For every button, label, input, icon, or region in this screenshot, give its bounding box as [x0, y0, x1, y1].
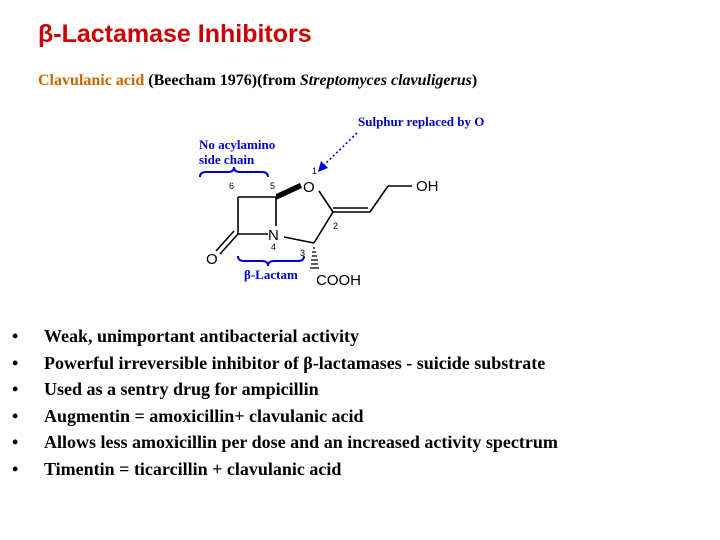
- bullet-text: Timentin = ticarcillin + clavulanic acid: [44, 458, 342, 479]
- slide-subtitle: Clavulanic acid (Beecham 1976)(from Stre…: [38, 72, 477, 90]
- bullet-marker: •: [12, 379, 19, 399]
- ring-number-5: 5: [270, 181, 275, 191]
- slide-title: β-Lactamase Inhibitors: [38, 20, 312, 48]
- bullet-text: Powerful irreversible inhibitor of β-lac…: [44, 352, 546, 373]
- annotation-acylamino-line1: No acylamino: [199, 137, 275, 152]
- bullet-marker: •: [12, 405, 19, 426]
- ring-number-4: 4: [271, 242, 276, 252]
- hashed-bond-c3-cooh: [310, 247, 319, 269]
- group-oh: OH: [416, 178, 439, 195]
- bullet-marker: •: [12, 326, 19, 346]
- annotation-sulphur: Sulphur replaced by O: [358, 114, 484, 129]
- bond-o-c2: [318, 190, 334, 213]
- atom-o-carbonyl: O: [206, 251, 218, 268]
- bond-c2-c3: [313, 211, 334, 244]
- bond-carbonyl-2: [215, 230, 235, 252]
- group-cooh: COOH: [316, 272, 361, 289]
- bullet-text: Weak, unimportant antibacterial activity: [44, 326, 359, 346]
- annotation-lactam: β-Lactam: [244, 267, 298, 282]
- bullet-marker: •: [12, 352, 19, 373]
- organism-name: Streptomyces clavuligerus: [299, 72, 472, 89]
- source-suffix: ): [471, 72, 478, 89]
- arrow-head-icon: [318, 161, 328, 172]
- ring-number-6: 6: [229, 181, 234, 191]
- source-prefix: (Beecham 1976)(from: [148, 72, 300, 89]
- ring-number-1: 1: [312, 166, 317, 176]
- acylamino-brace-icon: [199, 166, 269, 178]
- bond-c3-n: [283, 236, 315, 244]
- ring-number-3: 3: [300, 248, 305, 258]
- wedge-bond-c5-o: [276, 183, 302, 200]
- bullet-marker: •: [12, 458, 19, 479]
- atom-o-ring: O: [303, 179, 315, 196]
- bond-sidechain-1: [369, 185, 389, 213]
- atom-n: N: [268, 227, 279, 244]
- bullet-text: Used as a sentry drug for ampicillin: [44, 379, 319, 399]
- bullet-marker: •: [12, 432, 19, 452]
- ring-number-2: 2: [333, 221, 338, 231]
- bullet-text: Allows less amoxicillin per dose and an …: [44, 432, 558, 452]
- bond-carbonyl-1: [219, 233, 239, 255]
- lactam-brace-icon: [237, 255, 305, 267]
- bullet-text: Augmentin = amoxicillin+ clavulanic acid: [44, 405, 364, 426]
- acid-name: Clavulanic acid: [38, 72, 145, 89]
- clavulanic-acid-structure: O N O OH COOH 1 2 3 4 5 6 Sulphur replac…: [199, 114, 484, 289]
- annotation-acylamino-line2: side chain: [199, 152, 255, 167]
- sulphur-arrow: [321, 132, 358, 168]
